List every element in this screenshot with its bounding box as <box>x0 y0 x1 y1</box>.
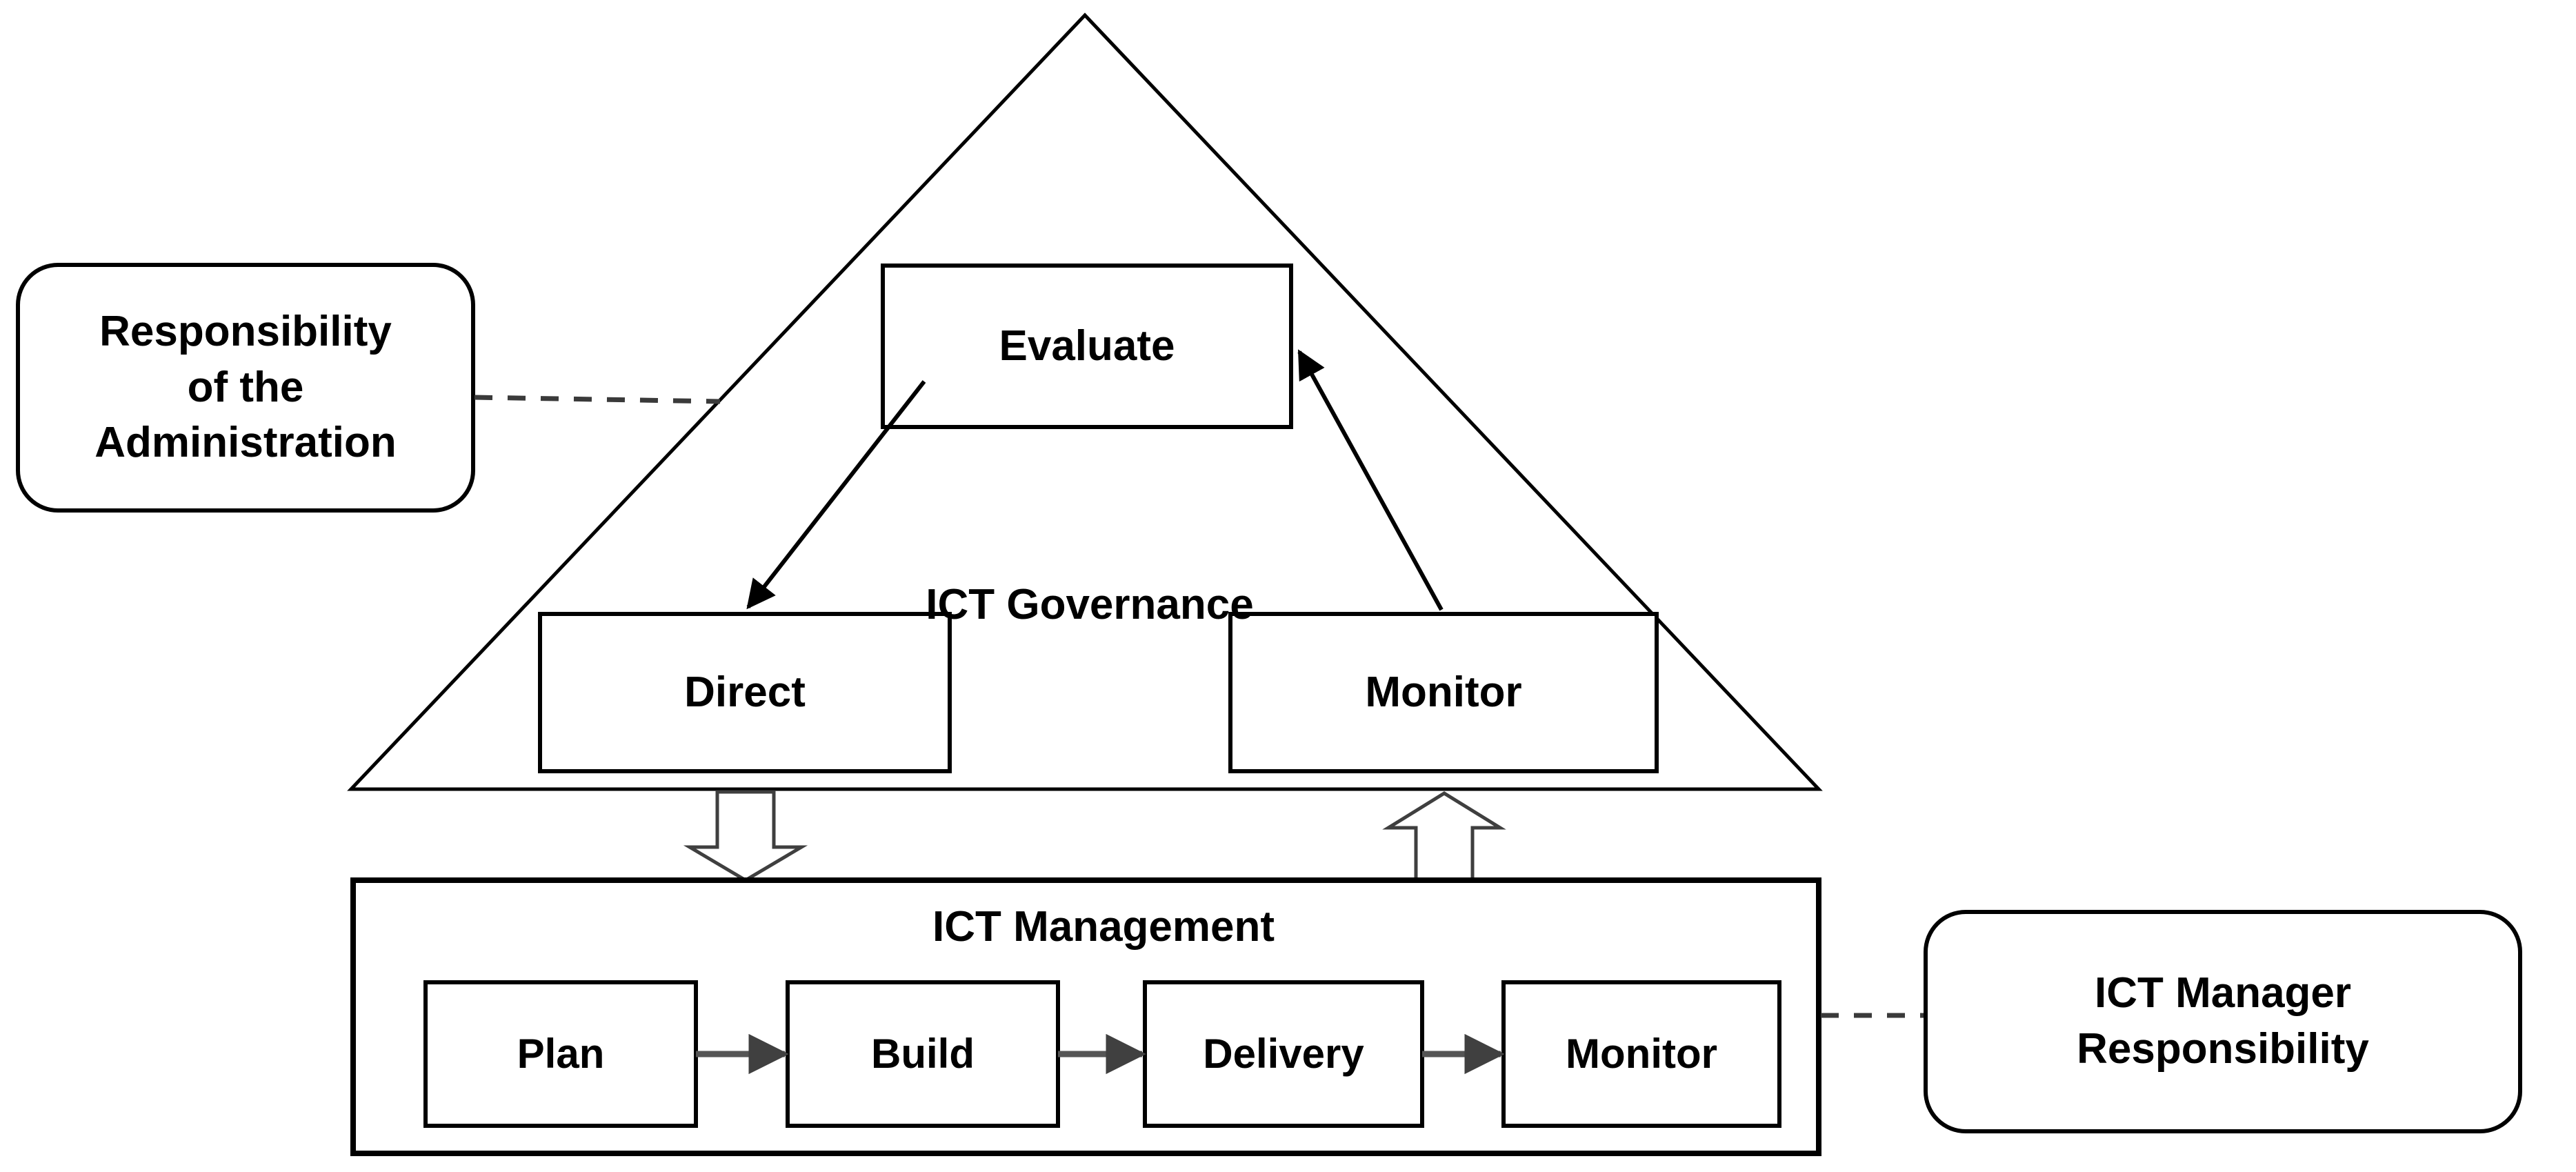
direct-box[interactable] <box>538 612 952 773</box>
build-box[interactable] <box>786 980 1060 1128</box>
dashed-leader-left <box>474 395 721 404</box>
ict-manager-responsibility-callout[interactable] <box>1924 910 2522 1133</box>
evaluate-box[interactable] <box>881 264 1293 429</box>
delivery-box[interactable] <box>1143 980 1424 1128</box>
connector-monitor-to-evaluate <box>1297 349 1444 611</box>
block-arrow-up <box>1382 791 1506 882</box>
plan-box[interactable] <box>423 980 698 1128</box>
block-arrow-down <box>683 790 808 882</box>
responsibility-of-the-administration-callout[interactable] <box>16 263 475 513</box>
connector-evaluate-to-direct <box>746 380 926 610</box>
monitor-governance-box[interactable] <box>1228 612 1659 773</box>
monitor-management-box[interactable] <box>1501 980 1781 1128</box>
